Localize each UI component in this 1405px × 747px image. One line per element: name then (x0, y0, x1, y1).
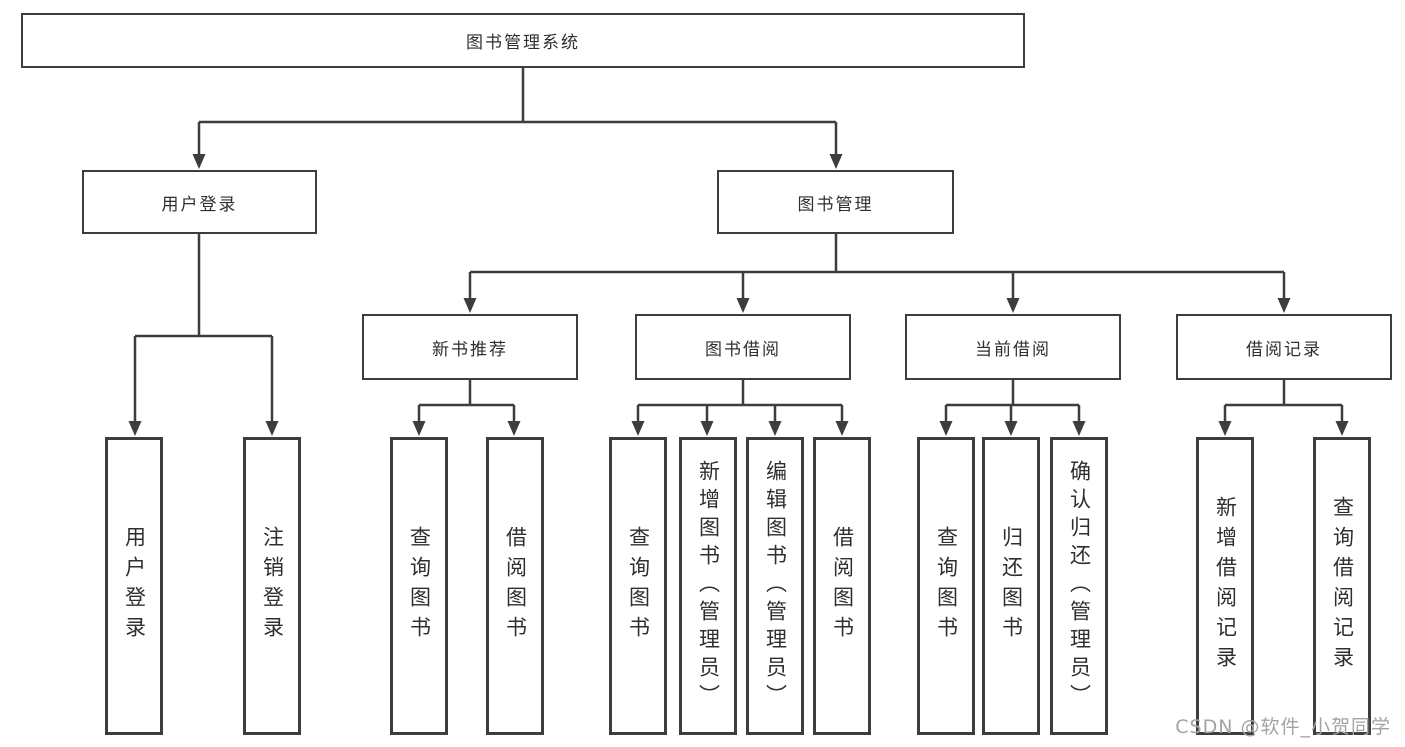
leaf-logout-login-label: 注销登录 (260, 526, 285, 646)
leaf-query-borrow-record: 查询借阅记录 (1313, 437, 1371, 735)
node-book-management: 图书管理 (717, 170, 954, 234)
node-book-borrowing: 图书借阅 (635, 314, 851, 380)
leaf-add-borrow-record-label: 新增借阅记录 (1213, 496, 1238, 676)
leaf-query-books-recommend-label: 查询图书 (407, 526, 432, 646)
leaf-borrow-books-recommend-label: 借阅图书 (503, 526, 528, 646)
leaf-return-books: 归还图书 (982, 437, 1040, 735)
leaf-add-books-admin-label: 新增图书（管理员） (696, 460, 721, 712)
node-book-management-label: 图书管理 (797, 194, 874, 215)
leaf-query-books-recommend: 查询图书 (390, 437, 448, 735)
node-book-borrowing-label: 图书借阅 (705, 339, 781, 360)
node-current-borrowing-label: 当前借阅 (975, 339, 1051, 360)
leaf-query-books-current: 查询图书 (917, 437, 975, 735)
leaf-logout-login: 注销登录 (243, 437, 301, 735)
leaf-edit-books-admin-label: 编辑图书（管理员） (763, 460, 788, 712)
leaf-confirm-return-admin-label: 确认归还（管理员） (1067, 460, 1092, 712)
leaf-borrow-books-recommend: 借阅图书 (486, 437, 544, 735)
node-current-borrowing: 当前借阅 (905, 314, 1121, 380)
node-user-login: 用户登录 (82, 170, 317, 234)
node-borrowing-records: 借阅记录 (1176, 314, 1392, 380)
node-new-book-recommend: 新书推荐 (362, 314, 578, 380)
node-borrowing-records-label: 借阅记录 (1246, 339, 1322, 360)
node-root-label: 图书管理系统 (466, 33, 580, 53)
leaf-query-books-borrow: 查询图书 (609, 437, 667, 735)
leaf-query-books-current-label: 查询图书 (934, 526, 959, 646)
csdn-watermark: CSDN @软件_小贺同学 (1175, 716, 1391, 738)
leaf-return-books-label: 归还图书 (999, 526, 1024, 646)
leaf-query-books-borrow-label: 查询图书 (626, 526, 651, 646)
leaf-add-borrow-record: 新增借阅记录 (1196, 437, 1254, 735)
leaf-user-login-label: 用户登录 (122, 526, 147, 646)
leaf-edit-books-admin: 编辑图书（管理员） (746, 437, 804, 735)
leaf-borrow-books-borrow-label: 借阅图书 (830, 526, 855, 646)
leaf-confirm-return-admin: 确认归还（管理员） (1050, 437, 1108, 735)
leaf-query-borrow-record-label: 查询借阅记录 (1330, 496, 1355, 676)
leaf-add-books-admin: 新增图书（管理员） (679, 437, 737, 735)
node-root-library-system: 图书管理系统 (21, 13, 1025, 68)
leaf-user-login: 用户登录 (105, 437, 163, 735)
node-new-book-recommend-label: 新书推荐 (432, 339, 508, 360)
leaf-borrow-books-borrow: 借阅图书 (813, 437, 871, 735)
node-user-login-label: 用户登录 (161, 194, 238, 215)
